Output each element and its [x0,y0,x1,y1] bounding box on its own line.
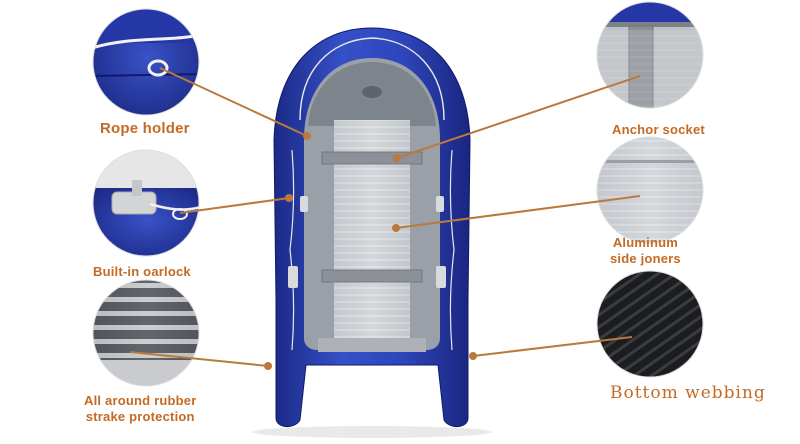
oarlock-detail [92,149,200,257]
aluminum-joiners-line [395,195,641,229]
rubber-strake-label-line2: strake protection [85,409,195,424]
anchor-socket-detail [596,1,704,109]
bottom-webbing-detail [596,270,704,378]
rope-holder-label: Rope holder [100,120,190,137]
rear-seat [321,269,423,283]
anchor-socket-label: Anchor socket [612,122,705,137]
rubber-strake-label: All around rubber strake protection [84,393,196,425]
rubber-strake-detail [92,279,200,387]
rope-holder-line [159,67,308,137]
oarlock-line [179,197,290,214]
bottom-webbing-label: Bottom webbing [610,383,766,403]
aluminum-joiners-label: Aluminum side joners [610,235,681,267]
aluminum-joiners-label-line2: side joners [610,251,681,266]
bottom-webbing-line [472,336,633,357]
oarlock-label: Built-in oarlock [93,264,191,279]
aluminum-joiners-label-line1: Aluminum [612,235,678,250]
rubber-strake-line [129,351,269,367]
rubber-strake-label-line1: All around rubber [84,393,197,408]
callout-lines [129,67,641,370]
inflatable-boat [252,27,492,438]
rope-holder-detail [92,8,200,116]
aluminum-joiners-detail [596,136,704,244]
anchor-socket-line [396,75,641,159]
